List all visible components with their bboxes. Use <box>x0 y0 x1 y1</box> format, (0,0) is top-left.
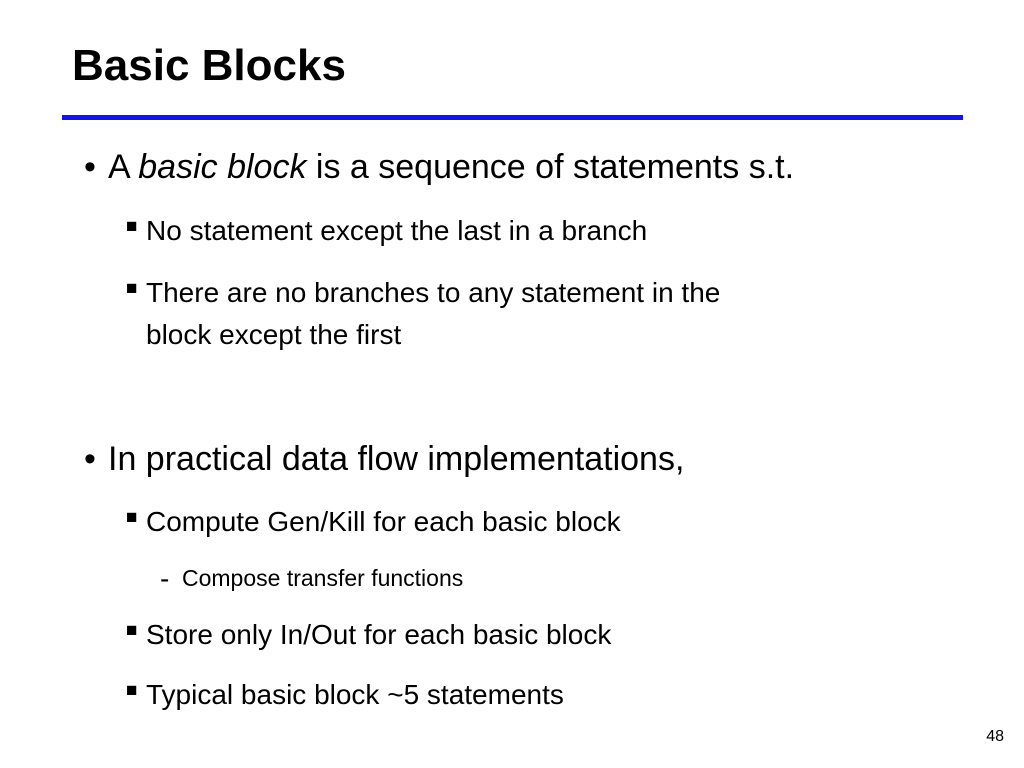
bullet-text-prefix: A <box>108 148 139 186</box>
sub-bullet-text-line-1: There are no branches to any statement i… <box>146 277 721 308</box>
bullet-dot-icon: • <box>84 440 96 478</box>
sub-bullet-text: No statement except the last in a branch <box>146 215 648 246</box>
sub-bullet-text: Typical basic block ~5 statements <box>146 679 564 710</box>
sub-bullet-text-line-2: block except the first <box>146 319 402 350</box>
sub-bullet-text: Store only In/Out for each basic block <box>146 619 612 650</box>
slide-title: Basic Blocks <box>72 41 346 90</box>
sub-bullet-last-statement: ■ No statement except the last in a bran… <box>126 210 648 252</box>
square-bullet-icon: ■ <box>126 680 138 701</box>
page-number: 48 <box>986 728 1004 745</box>
bullet-dot-icon: • <box>84 148 96 186</box>
bullet-basic-block-definition: • A basic block is a sequence of stateme… <box>84 148 795 187</box>
sub-bullet-text: Compute Gen/Kill for each basic block <box>146 506 621 537</box>
sub-sub-bullet-text: Compose transfer functions <box>182 565 464 591</box>
bullet-text: In practical data flow implementations, <box>108 440 685 478</box>
sub-bullet-store-in-out: ■ Store only In/Out for each basic block <box>126 614 612 656</box>
square-bullet-icon: ■ <box>126 278 138 299</box>
title-divider <box>62 115 963 120</box>
dash-bullet-icon: - <box>160 563 170 594</box>
sub-bullet-compute-gen-kill: ■ Compute Gen/Kill for each basic block <box>126 501 621 543</box>
bullet-practical-implementations: • In practical data flow implementations… <box>84 440 685 479</box>
sub-bullet-no-branches: ■ There are no branches to any statement… <box>126 272 721 356</box>
sub-bullet-typical-size: ■ Typical basic block ~5 statements <box>126 674 564 716</box>
sub-sub-bullet-compose-transfer: - Compose transfer functions <box>160 563 464 594</box>
bullet-text-emphasis: basic block <box>138 148 307 186</box>
square-bullet-icon: ■ <box>126 216 138 237</box>
square-bullet-icon: ■ <box>126 507 138 528</box>
square-bullet-icon: ■ <box>126 620 138 641</box>
bullet-text-suffix: is a sequence of statements s.t. <box>306 148 795 186</box>
